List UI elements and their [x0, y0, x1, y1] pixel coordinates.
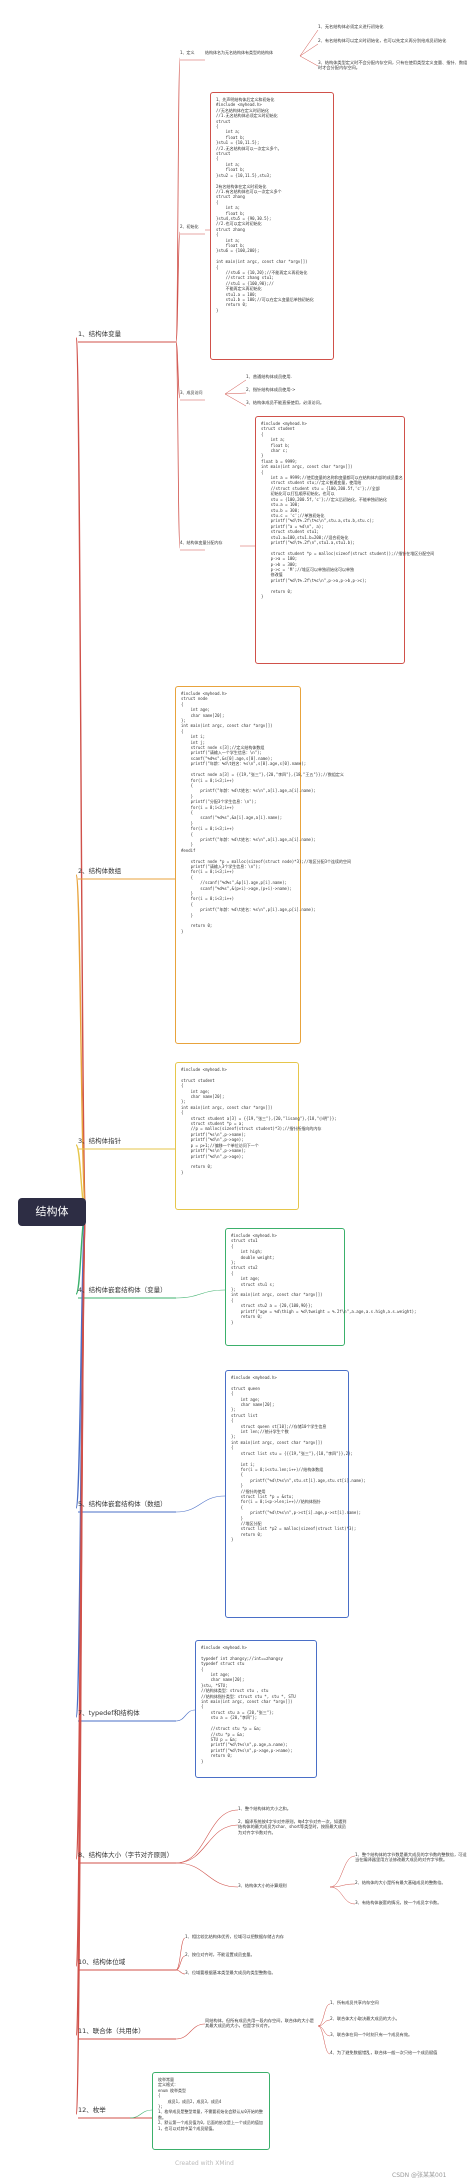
b8-to-rule3 — [329, 1886, 356, 1905]
root-to-branch-2 — [75, 874, 87, 1213]
b4-to-code — [175, 1289, 226, 1299]
b10-to-note1 — [175, 1937, 186, 1971]
b1-access-note-3: 3、结构体成员不能直接使用，必须访问。 — [246, 400, 325, 405]
b1-def-text: 结构体名为无名结构体有类型的结构体 — [205, 50, 273, 55]
branch-3-label[interactable]: 3、结构体指针 — [78, 1137, 122, 1145]
b10-note-3: 3、位域要根据基本类型最大成员的类型整数倍。 — [185, 1970, 276, 1975]
b11-to-note4 — [317, 2025, 331, 2055]
b11-note-3: 3、联合体在同一个时刻只有一个成员有效。 — [330, 2032, 413, 2037]
branch-7-label[interactable]: 7、typedef和结构体 — [78, 1709, 140, 1717]
b1-access-link — [175, 341, 181, 399]
b11-to-note2 — [317, 2019, 331, 2027]
b11-to-desc — [175, 2023, 206, 2040]
root-to-branch-1 — [75, 337, 87, 1213]
b1-mem-link — [175, 341, 181, 549]
root-node[interactable]: 结构体 — [18, 1198, 86, 1226]
b11-desc: 同结构体，但所有成员共用一段内存空间，联合体的大小是其最大成员的大小，也是字节对… — [205, 2018, 314, 2029]
b8-rule-1: 1、整个结构体的字节数是最大成员的字节数的整数倍，可适当在编译器里用方法修改最大… — [355, 1852, 467, 1863]
b1-def-to-note3 — [299, 55, 319, 67]
b7-to-code — [175, 1709, 196, 1722]
b1-init-code: 1、先声明结构体后定义和初始化 #include <myhead.h> //无名… — [210, 92, 334, 360]
b10-note-1: 1、相比较比结构体优秀，位域可以把数据存储占内存 — [185, 1934, 284, 1939]
b10-note-2: 2、按位对齐时，不能设置成员变量。 — [185, 1952, 255, 1957]
csdn-watermark: CSDN @张某某001 — [392, 2172, 447, 2179]
branch-12-label[interactable]: 12、枚举 — [78, 2106, 106, 2114]
root-to-branch-10 — [75, 1211, 87, 2115]
b7-code: #include <myhead.h> typedef int zhangsy;… — [195, 1640, 317, 1778]
b12-to-code — [129, 2109, 153, 2119]
b8-to-rule2 — [329, 1883, 356, 1888]
b1-access-note-1: 1、普通结构体成员使用. — [246, 374, 292, 379]
b8-note-3: 3、结构体大小的计算规则 — [238, 1883, 287, 1888]
branch-5-label[interactable]: 5、结构体嵌套结构体（数组） — [78, 1500, 167, 1508]
b8-rule-3: 3、有结构体嵌套的情况，按一个成员字节数。 — [355, 1900, 442, 1905]
b5-code: #include <myhead.h> struct queen { int a… — [225, 1370, 366, 1618]
b1-access-to-note1 — [224, 379, 247, 395]
branch-2-label[interactable]: 2、结构体数组 — [78, 867, 122, 875]
b1-def-note-1: 1、无名结构体必须定义进行初始化 — [318, 24, 384, 29]
b3-code: #include <myhead.h> struct student { int… — [175, 1062, 337, 1210]
b11-note-2: 2、联合体大小取决最大成员的大小。 — [330, 2016, 400, 2021]
b1-def-note-2: 2、有名结构体可以定义时初始化，也可以先定义再分别给成员初始化 — [318, 38, 447, 43]
b8-to-note3 — [175, 1862, 239, 1888]
b1-access-note-2: 2、指针结构体成员使用-> — [246, 387, 296, 392]
branch-10-label[interactable]: 10、结构体位域 — [78, 1958, 126, 1966]
b5-to-code — [175, 1495, 226, 1513]
b1-access-label[interactable]: 3、成员访问 — [180, 390, 203, 395]
b8-rule-2: 2、结构体的大小是所有最大基础成员的整数倍。 — [355, 1880, 446, 1885]
faint-watermark: Created with XMind — [175, 2160, 234, 2167]
b11-note-4: 4、为了避免数据错乱，联合体一般一次只给一个成员赋值 — [330, 2050, 438, 2055]
b10-to-note2 — [175, 1955, 186, 1971]
b1-def-to-note2 — [299, 43, 319, 57]
branch-1-label[interactable]: 1、结构体变量 — [78, 330, 122, 338]
b8-to-note2 — [175, 1824, 239, 1864]
b1-init-link — [175, 231, 181, 343]
b8-note-2: 2、编译系统按4字节对齐原则，每4字节对齐一次，如遇到结构体的最大成员为char… — [238, 1819, 347, 1835]
b1-mem-code: #include <myhead.h> struct student { int… — [255, 416, 434, 664]
b11-to-note1 — [317, 2003, 331, 2027]
b10-to-note3 — [175, 1969, 186, 1975]
branch-8-label[interactable]: 8、结构体大小（字节对齐原则） — [78, 1851, 174, 1859]
b11-note-1: 1、所有成员共享内存空间 — [330, 2000, 379, 2005]
b4-code: #include <myhead.h> struct stu1 { int hi… — [225, 1228, 416, 1346]
b8-note-1: 1、整个结构体的大小之和。 — [238, 1806, 291, 1811]
b12-code: 枚举常量 定义格式： enum 枚举类型 { 成员1，成员2，成员3，成员4 }… — [152, 2072, 270, 2150]
b2-code: #include <myhead.h> struct node { int ag… — [175, 686, 351, 1044]
b8-to-note1 — [175, 1809, 239, 1864]
b1-def-to-note1 — [299, 29, 319, 57]
b1-init-label[interactable]: 2、初始化 — [180, 224, 199, 229]
b1-def-label[interactable]: 1、定义 — [180, 50, 195, 55]
b1-access-to-note2 — [224, 392, 247, 395]
b1-mem-label[interactable]: 4、结构体变量分配内存 — [180, 540, 223, 545]
b1-def-note-3: 3、结构体类型定义时不会分配内存空间，只有在使用类型定义变量、指针、数组时才会分… — [318, 60, 468, 71]
branch-11-label[interactable]: 11、联合体（共用体） — [78, 2027, 145, 2035]
b11-to-note3 — [317, 2025, 331, 2037]
branch-4-label[interactable]: 4、结构体嵌套结构体（变量） — [78, 1286, 167, 1294]
b1-access-to-note3 — [224, 393, 247, 407]
